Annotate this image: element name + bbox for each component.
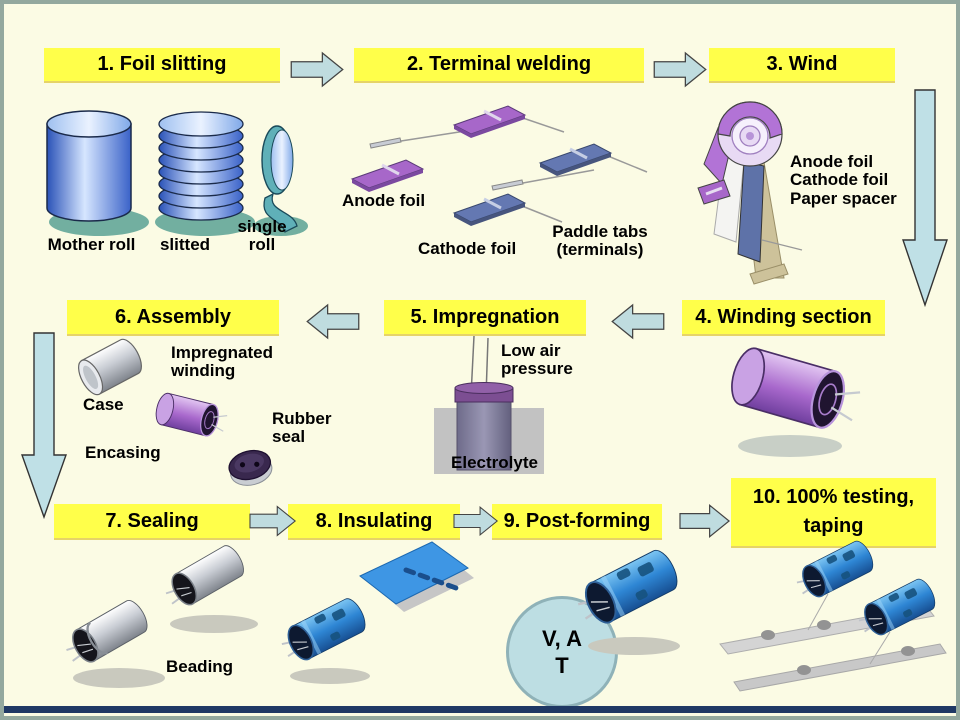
step-label: 1. Foil slitting <box>97 53 227 75</box>
flow-arrow-9-10 <box>679 503 731 539</box>
postforming-capacitor-illustration <box>570 545 684 655</box>
low-air-pressure-label: Low air pressure <box>501 341 573 379</box>
beading-label: Beading <box>166 657 234 676</box>
flow-arrow-8-9 <box>453 506 499 536</box>
step-box-wind: 3. Wind <box>709 48 895 81</box>
mother-roll-label: Mother roll <box>47 235 136 254</box>
step-label: 6. Assembly <box>115 305 231 328</box>
flow-arrow-7-8 <box>249 505 297 537</box>
step-box-insulating: 8. Insulating <box>288 504 460 538</box>
step-box-assembly: 6. Assembly <box>67 300 279 334</box>
foil-tabs-illustration <box>350 105 648 226</box>
impregnation-illustration <box>434 335 544 474</box>
step-label: 7. Sealing <box>105 509 199 532</box>
flow-arrow-6-7 <box>21 332 67 520</box>
taping-illustration <box>719 537 947 692</box>
flow-arrow-1-2 <box>290 51 344 88</box>
step-box-impregnation: 5. Impregnation <box>384 300 586 334</box>
anode-foil-label: Anode foil <box>342 191 426 210</box>
step-label: 2. Terminal welding <box>406 53 592 75</box>
sealed-capacitors-illustration <box>59 541 258 688</box>
step-label: 9. Post-forming <box>503 509 651 532</box>
wind-layers-label: Anode foil Cathode foil Paper spacer <box>790 152 897 208</box>
rubber-seal-illustration <box>228 449 273 486</box>
impregnated-winding-label: Impregnated winding <box>171 343 274 381</box>
foil-rolls-illustration <box>46 110 308 236</box>
electrolyte-label: Electrolyte <box>451 453 538 472</box>
step-label: 4. Winding section <box>695 305 872 328</box>
flow-arrow-2-3 <box>653 51 707 88</box>
encasing-label: Encasing <box>85 443 161 462</box>
step-box-winding-section: 4. Winding section <box>682 300 885 334</box>
flow-arrow-4-5 <box>611 303 665 340</box>
step-box-post-forming: 9. Post-forming <box>492 504 662 538</box>
impregnated-winding-illustration <box>152 390 230 441</box>
winding-roll-illustration <box>697 101 803 285</box>
insulating-sleeve-illustration <box>359 541 474 612</box>
step-label: 8. Insulating <box>315 509 433 532</box>
step-box-foil-slitting: 1. Foil slitting <box>44 48 280 81</box>
single-roll-label: single roll <box>237 217 287 255</box>
wound-element-illustration <box>724 343 865 457</box>
step-label: 3. Wind <box>766 53 838 75</box>
flow-arrow-3-4 <box>902 89 948 308</box>
slitted-roll-label: slitted <box>159 235 211 254</box>
step-box-sealing: 7. Sealing <box>54 504 250 538</box>
paddle-tabs-label: Paddle tabs (terminals) <box>552 222 648 260</box>
flow-arrow-5-6 <box>306 303 360 340</box>
case-illustration <box>78 338 142 396</box>
step-box-terminal-welding: 2. Terminal welding <box>354 48 644 81</box>
step-box-testing-taping: 10. 100% testing, taping <box>731 478 936 546</box>
step-label: 5. Impregnation <box>410 305 560 328</box>
cathode-foil-label: Cathode foil <box>418 239 517 258</box>
frame-bottom-border <box>4 706 956 713</box>
rubber-seal-label: Rubber seal <box>272 409 332 447</box>
case-label: Case <box>83 395 124 414</box>
step-label: 10. 100% testing, taping <box>752 486 915 537</box>
insulated-capacitor-illustration <box>275 594 371 684</box>
